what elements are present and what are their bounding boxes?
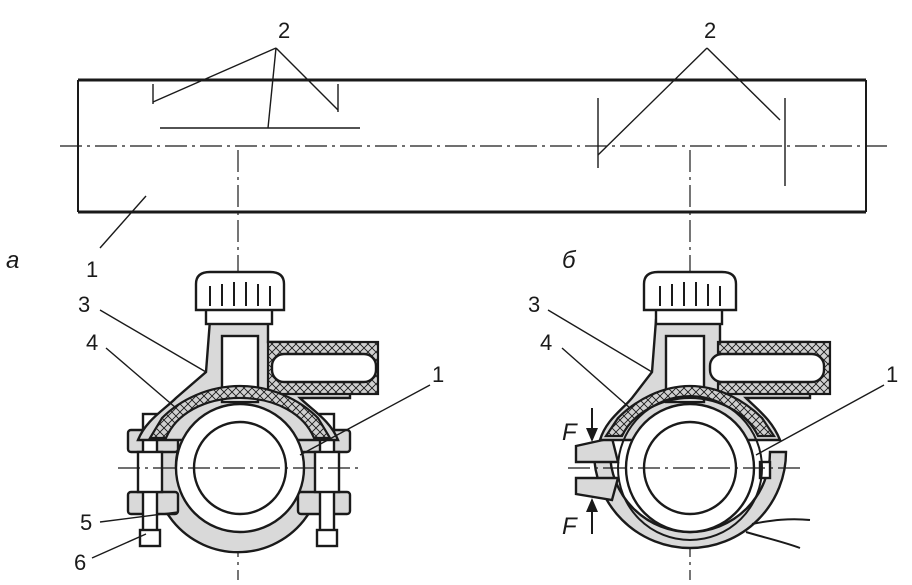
- view-label-b: б: [562, 247, 577, 274]
- cap-b: [642, 270, 738, 326]
- leader-1-pipe: [99, 195, 147, 249]
- weld-marks-right: [597, 47, 786, 186]
- label-1-pipe: 1: [86, 257, 98, 282]
- view-label-a: а: [6, 247, 19, 274]
- label-2-right: 2: [704, 18, 716, 43]
- label-4-b: 4: [540, 330, 552, 355]
- label-1-b: 1: [886, 362, 898, 387]
- label-5-a: 5: [80, 510, 92, 535]
- label-4-a: 4: [86, 330, 98, 355]
- weld-marks-left: [152, 47, 360, 129]
- label-6-a: 6: [74, 550, 86, 575]
- label-3-b: 3: [528, 292, 540, 317]
- label-2-left: 2: [278, 18, 290, 43]
- label-3-a: 3: [78, 292, 90, 317]
- cap-a: [194, 270, 286, 326]
- saddle-clamp-b: [547, 270, 885, 550]
- label-1-a: 1: [432, 362, 444, 387]
- saddle-clamp-a: [91, 270, 431, 559]
- label-f-bottom: F: [562, 513, 578, 540]
- label-f-top: F: [562, 419, 578, 446]
